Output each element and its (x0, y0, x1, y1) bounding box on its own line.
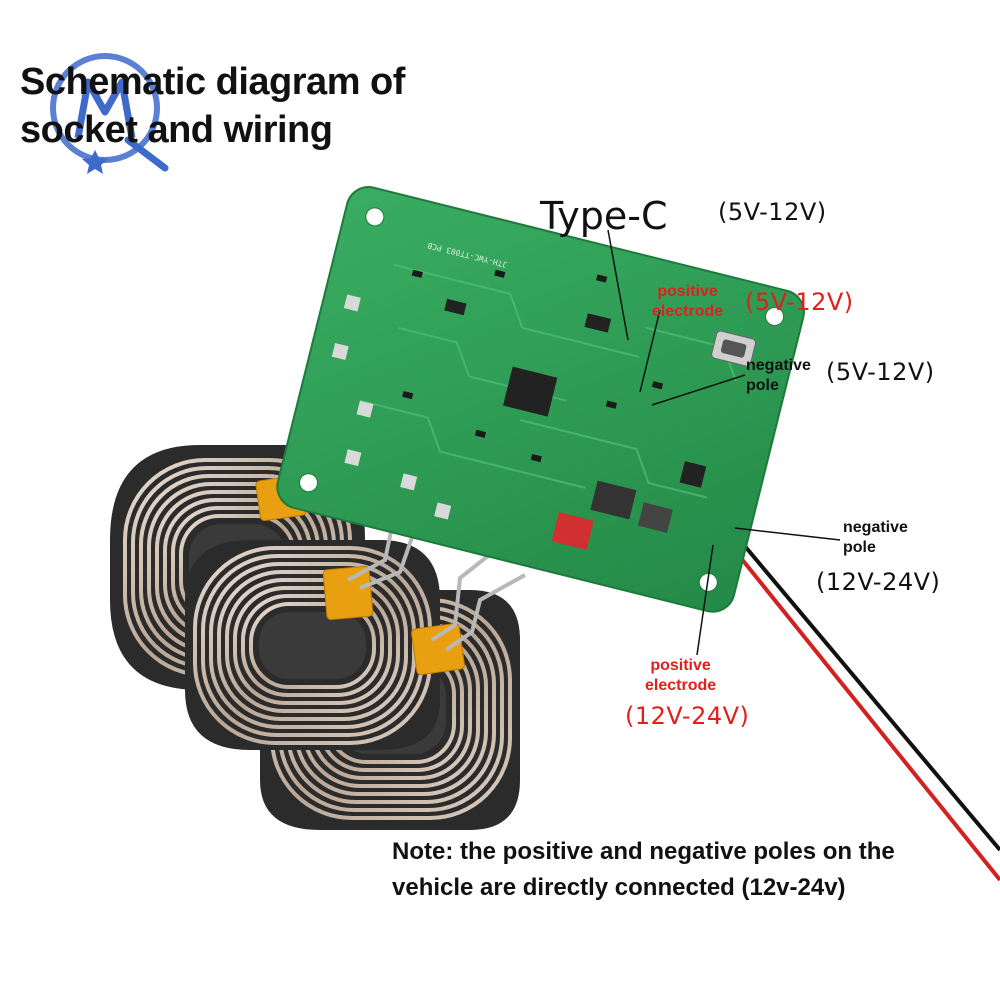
negative-pole-5v-line1: negative (746, 357, 811, 374)
positive-electrode-5v-line2: electrode (652, 303, 724, 320)
positive-electrode-12v-label: positive electrode (645, 656, 716, 696)
note-line-1: Note: the positive and negative poles on… (392, 838, 895, 865)
negative-pole-12v-line1: negative (843, 519, 908, 536)
type-c-voltage: (5V-12V) (718, 198, 827, 226)
title-line-1: Schematic diagram of (20, 61, 405, 103)
positive-electrode-12v-voltage: (12V-24V) (625, 702, 750, 730)
positive-electrode-12v-line2: electrode (645, 677, 717, 694)
note-line-2: vehicle are directly connected (12v-24v) (392, 874, 846, 901)
output-wires (726, 536, 1000, 882)
negative-pole-5v-line2: pole (746, 377, 779, 394)
pointer-lines (607, 229, 841, 656)
diagram-title: Schematic diagram of socket and wiring (20, 58, 405, 154)
positive-electrode-12v-line1: positive (650, 657, 711, 674)
coil-middle (185, 540, 440, 750)
title-line-2: socket and wiring (20, 109, 333, 151)
positive-electrode-5v-voltage: (5V-12V) (745, 288, 854, 316)
type-c-label: Type-C (540, 194, 668, 238)
negative-pole-12v-line2: pole (843, 539, 876, 556)
negative-pole-12v-voltage: (12V-24V) (816, 568, 941, 596)
positive-electrode-5v-label: positive electrode (652, 282, 723, 322)
positive-electrode-5v-line1: positive (657, 283, 718, 300)
negative-pole-5v-voltage: (5V-12V) (826, 358, 935, 386)
wiring-note: Note: the positive and negative poles on… (392, 834, 895, 906)
pcb-board: JTH-YWC-TT003 PCB (276, 186, 805, 613)
negative-pole-5v-label: negative pole (746, 356, 811, 396)
negative-pole-12v-label: negative pole (843, 518, 908, 558)
